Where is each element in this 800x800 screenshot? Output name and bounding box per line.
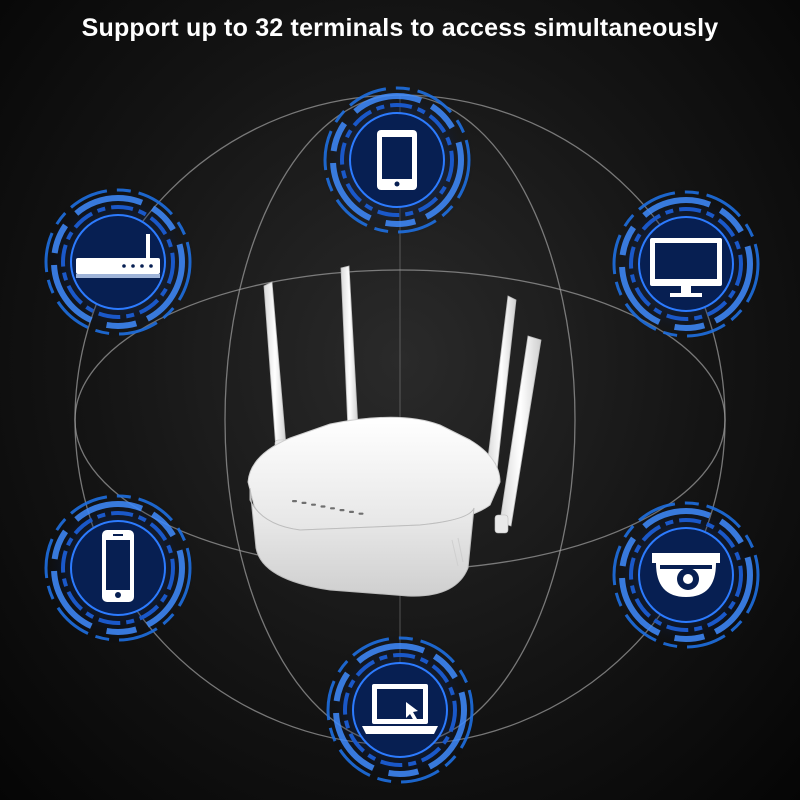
terminal-smartphone [40,490,196,646]
smartphone-icon [102,530,134,602]
terminal-desktop-monitor [608,186,764,342]
terminal-tablet [319,82,475,238]
led-indicator [311,503,316,506]
laptop-icon [362,684,438,734]
terminal-security-camera [608,497,764,653]
led-indicator [339,509,345,512]
antenna [340,265,360,437]
terminal-laptop [322,632,478,788]
monitor-icon [650,238,722,297]
antenna [263,281,288,457]
led-indicator [292,500,297,503]
antenna [494,335,542,534]
led-indicator [349,510,354,513]
router [247,265,542,597]
headline: Support up to 32 terminals to access sim… [81,14,719,42]
led-indicator [358,512,364,515]
led-indicator [301,501,307,504]
status-leds [292,500,364,515]
led-indicator [330,507,335,510]
set-top-box-icon [76,234,160,278]
led-indicator [320,505,326,508]
tablet-icon [377,130,417,190]
terminal-set-top-box [40,184,196,340]
camera-icon [652,553,720,597]
terminal-nodes [40,82,764,788]
